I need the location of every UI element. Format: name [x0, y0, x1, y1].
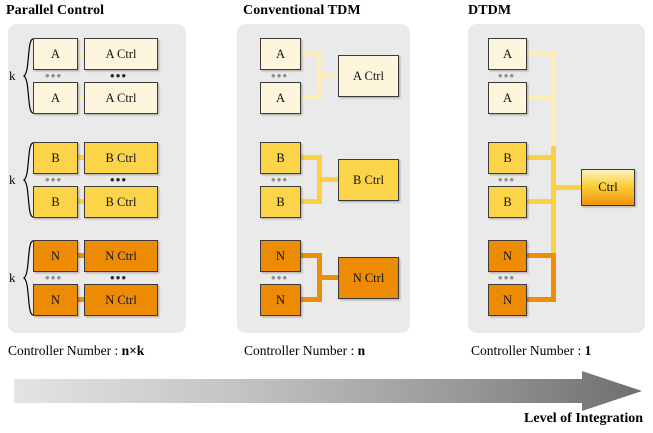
box-unit-b-2-dtdm: B: [488, 186, 527, 218]
box-ctrl-b-tdm: B Ctrl: [338, 159, 399, 201]
brace-label-k-a: k: [9, 68, 16, 83]
brace-group-n: [22, 240, 34, 316]
panel-title-conventional-tdm: Conventional TDM: [243, 3, 361, 18]
box-unit-n-1-tdm: N: [260, 240, 301, 272]
wire-p1-n-row1: [76, 253, 86, 258]
caption-controller-number-parallel: Controller Number : n×k: [8, 343, 144, 359]
box-unit-b-2: B: [33, 186, 78, 218]
wire-p2-b-stub1: [300, 155, 322, 160]
wire-p3-a-stub2: [526, 95, 556, 100]
ellipsis-p1-b-ctrls: •••: [110, 172, 128, 187]
wire-p2-a-stub2: [300, 95, 322, 100]
caption-prefix-1: Controller Number :: [244, 343, 358, 358]
box-ctrl-b-1: B Ctrl: [84, 142, 158, 174]
wire-p2-n-stub2: [300, 297, 322, 302]
wire-p2-n-stub1: [300, 253, 322, 258]
ellipsis-p2-b: •••: [271, 172, 289, 187]
box-unit-b-1-dtdm: B: [488, 142, 527, 174]
brace-group-b: [22, 142, 34, 218]
ellipsis-p2-n: •••: [271, 270, 289, 285]
wire-p2-n-trunk: [317, 275, 339, 280]
caption-value-2: 1: [584, 343, 592, 358]
box-unit-b-1: B: [33, 142, 78, 174]
box-unit-n-1-dtdm: N: [488, 240, 527, 272]
wire-p2-a-stub1: [300, 51, 322, 56]
box-unit-a-2-tdm: A: [260, 82, 301, 114]
box-ctrl-b-2: B Ctrl: [84, 186, 158, 218]
box-unit-a-1-dtdm: A: [488, 38, 527, 70]
wire-p2-b-stub2: [300, 199, 322, 204]
integration-arrow: [14, 371, 642, 411]
box-ctrl-a-2: A Ctrl: [84, 82, 158, 114]
ellipsis-p2-a: •••: [271, 68, 289, 83]
ellipsis-p3-a: •••: [498, 68, 516, 83]
brace-group-a: [22, 38, 34, 114]
caption-value-1: n: [357, 343, 366, 358]
box-unit-n-2: N: [33, 284, 78, 316]
wire-p3-ctrl-link: [551, 185, 583, 190]
caption-controller-number-dtdm: Controller Number : 1: [471, 343, 591, 359]
wire-p3-n-stub2: [526, 297, 556, 302]
ellipsis-p1-a-units: •••: [45, 68, 63, 83]
wire-p1-a-row2: [76, 95, 86, 100]
wire-p2-a-trunk: [317, 73, 339, 78]
wire-p2-b-trunk: [317, 177, 339, 182]
box-ctrl-n-2: N Ctrl: [84, 284, 158, 316]
box-ctrl-n-1: N Ctrl: [84, 240, 158, 272]
box-unit-a-1-tdm: A: [260, 38, 301, 70]
brace-label-k-b: k: [9, 172, 16, 187]
wire-p3-b-stub2: [526, 199, 556, 204]
wire-p1-n-row2: [76, 297, 86, 302]
box-unit-b-1-tdm: B: [260, 142, 301, 174]
panel-title-parallel-control: Parallel Control: [6, 3, 105, 18]
brace-label-k-n: k: [9, 270, 16, 285]
box-ctrl-n-tdm: N Ctrl: [338, 257, 399, 299]
level-of-integration-label: Level of Integration: [524, 411, 643, 426]
caption-prefix-0: Controller Number :: [8, 343, 122, 358]
ellipsis-p1-n-units: •••: [45, 270, 63, 285]
box-unit-a-2: A: [33, 82, 78, 114]
box-unit-n-1: N: [33, 240, 78, 272]
ellipsis-p1-n-ctrls: •••: [110, 270, 128, 285]
caption-value-0: n×k: [121, 343, 145, 358]
caption-prefix-2: Controller Number :: [471, 343, 585, 358]
wire-p1-b-row2: [76, 199, 86, 204]
wire-p3-b-stub1: [526, 155, 556, 160]
wire-p3-n-stub1: [526, 253, 556, 258]
box-ctrl-a-1: A Ctrl: [84, 38, 158, 70]
ellipsis-p3-n: •••: [498, 270, 516, 285]
wire-p1-a-row1: [76, 51, 86, 56]
box-ctrl-a-tdm: A Ctrl: [338, 55, 399, 97]
ellipsis-p1-b-units: •••: [45, 172, 63, 187]
box-shared-ctrl-dtdm: Ctrl: [581, 169, 635, 206]
ellipsis-p3-b: •••: [498, 172, 516, 187]
box-unit-a-2-dtdm: A: [488, 82, 527, 114]
box-unit-b-2-tdm: B: [260, 186, 301, 218]
panel-title-dtdm: DTDM: [468, 3, 512, 18]
wire-p3-trunk-n: [551, 253, 556, 302]
panel-background-parallel-control: [8, 24, 186, 333]
wire-p3-a-stub1: [526, 51, 556, 56]
caption-controller-number-tdm: Controller Number : n: [244, 343, 365, 359]
box-unit-a-1: A: [33, 38, 78, 70]
box-unit-n-2-tdm: N: [260, 284, 301, 316]
box-unit-n-2-dtdm: N: [488, 284, 527, 316]
ellipsis-p1-a-ctrls: •••: [110, 68, 128, 83]
wire-p1-b-row1: [76, 155, 86, 160]
